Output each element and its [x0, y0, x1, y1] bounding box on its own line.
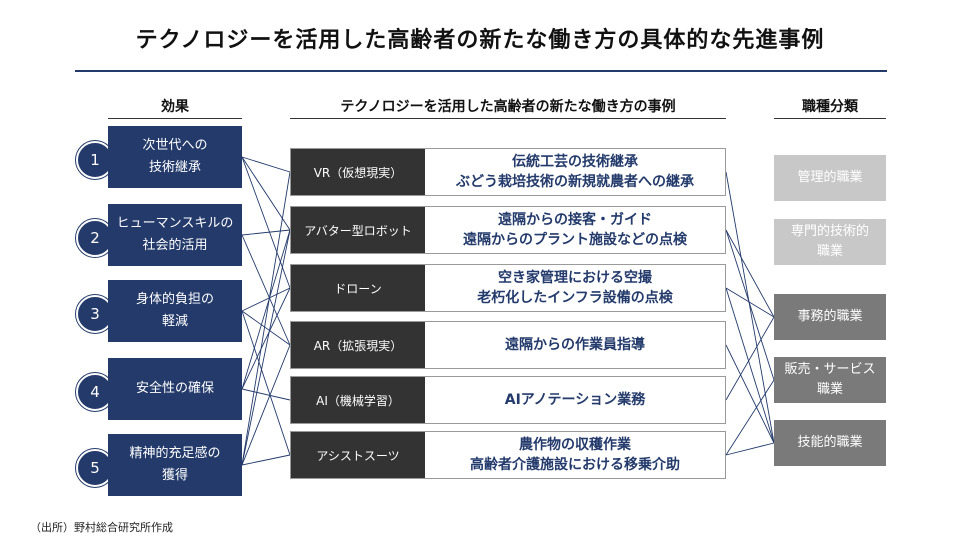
link-effect-3-tech-4	[241, 310, 291, 346]
link-effect-2-tech-2	[241, 229, 291, 236]
link-effect-4-tech-3	[241, 287, 291, 390]
effect-5: 精神的充足感の 獲得	[108, 434, 242, 496]
effect-number-3: 3	[76, 295, 114, 333]
tech-label-avatar-robot: アバター型ロボット	[291, 207, 425, 253]
link-tech-5-job-3	[725, 316, 775, 401]
header-jobs: 職種分類	[802, 99, 858, 115]
link-tech-4-job-5	[725, 344, 775, 444]
effect-1: 次世代への 技術継承	[108, 126, 242, 188]
job-sales-service: 販売・サービス 職業	[774, 357, 886, 403]
tech-row-ar: AR（拡張現実） 遠隔からの作業員指導	[290, 321, 726, 369]
tech-case-ar: 遠隔からの作業員指導	[505, 337, 645, 353]
tech-case-ai: AIアノテーション業務	[504, 392, 646, 408]
link-effect-3-tech-3	[241, 287, 291, 312]
link-effect-3-tech-6	[241, 310, 291, 456]
tech-label-assist-suit: アシストスーツ	[291, 432, 425, 478]
tech-case-vr: 伝統工芸の技術継承 ぶどう栽培技術の新規就農者への継承	[456, 154, 694, 190]
header-effect: 効果	[161, 99, 189, 115]
link-tech-3-job-5	[725, 287, 775, 444]
tech-row-assist-suit: アシストスーツ 農作物の収穫作業 高齢者介護施設における移乗介助	[290, 431, 726, 479]
effect-number-1: 1	[76, 141, 114, 179]
job-clerical: 事務的職業	[774, 294, 886, 340]
source-note: （出所）野村総合研究所作成	[30, 521, 173, 534]
title-rule	[75, 70, 887, 72]
tech-row-drone: ドローン 空き家管理における空撮 老朽化したインフラ設備の点検	[290, 264, 726, 312]
header-cases-rule	[290, 118, 726, 119]
job-skilled: 技能的職業	[774, 420, 886, 466]
tech-case-drone: 空き家管理における空撮 老朽化したインフラ設備の点検	[477, 270, 673, 306]
tech-case-avatar-robot: 遠隔からの接客・ガイド 遠隔からのプラント施設などの点検	[463, 212, 687, 248]
tech-label-vr: VR（仮想現実）	[291, 149, 425, 195]
link-effect-5-tech-6	[241, 454, 291, 466]
link-tech-6-job-5	[725, 442, 775, 456]
link-effect-5-tech-4	[241, 344, 291, 466]
link-tech-2-job-3	[725, 229, 775, 318]
page-title: テクノロジーを活用した高齢者の新たな働き方の具体的な先進事例	[135, 28, 825, 53]
link-effect-1-tech-1	[241, 156, 291, 173]
tech-row-avatar-robot: アバター型ロボット 遠隔からの接客・ガイド 遠隔からのプラント施設などの点検	[290, 206, 726, 254]
effect-number-2: 2	[76, 219, 114, 257]
link-effect-4-tech-2	[241, 229, 291, 390]
job-management: 管理的職業	[774, 155, 886, 201]
effect-number-4: 4	[76, 373, 114, 411]
link-tech-3-job-3	[725, 287, 775, 318]
tech-label-ai: AI（機械学習）	[291, 377, 425, 423]
header-jobs-rule	[774, 118, 886, 119]
tech-label-drone: ドローン	[291, 265, 425, 311]
tech-row-ai: AI（機械学習） AIアノテーション業務	[290, 376, 726, 424]
link-tech-2-job-4	[725, 229, 775, 381]
link-effect-2-tech-4	[241, 234, 291, 346]
job-professional: 専門的技術的 職業	[774, 219, 886, 265]
tech-case-assist-suit: 農作物の収穫作業 高齢者介護施設における移乗介助	[470, 437, 680, 473]
header-cases: テクノロジーを活用した高齢者の新たな働き方の事例	[340, 99, 676, 115]
link-effect-5-tech-1	[241, 171, 291, 466]
tech-label-ar: AR（拡張現実）	[291, 322, 425, 368]
link-tech-6-job-4	[725, 379, 775, 456]
effect-3: 身体的負担の 軽減	[108, 280, 242, 342]
link-effect-1-tech-2	[241, 156, 291, 231]
link-effect-5-tech-2	[241, 229, 291, 466]
link-effect-1-tech-3	[241, 156, 291, 289]
link-tech-1-job-5	[725, 171, 775, 444]
effect-2: ヒューマンスキルの 社会的活用	[108, 204, 242, 266]
tech-row-vr: VR（仮想現実） 伝統工芸の技術継承 ぶどう栽培技術の新規就農者への継承	[290, 148, 726, 196]
link-effect-4-tech-5	[241, 388, 291, 401]
header-effect-rule	[108, 118, 242, 119]
effect-4: 安全性の確保	[108, 358, 242, 420]
